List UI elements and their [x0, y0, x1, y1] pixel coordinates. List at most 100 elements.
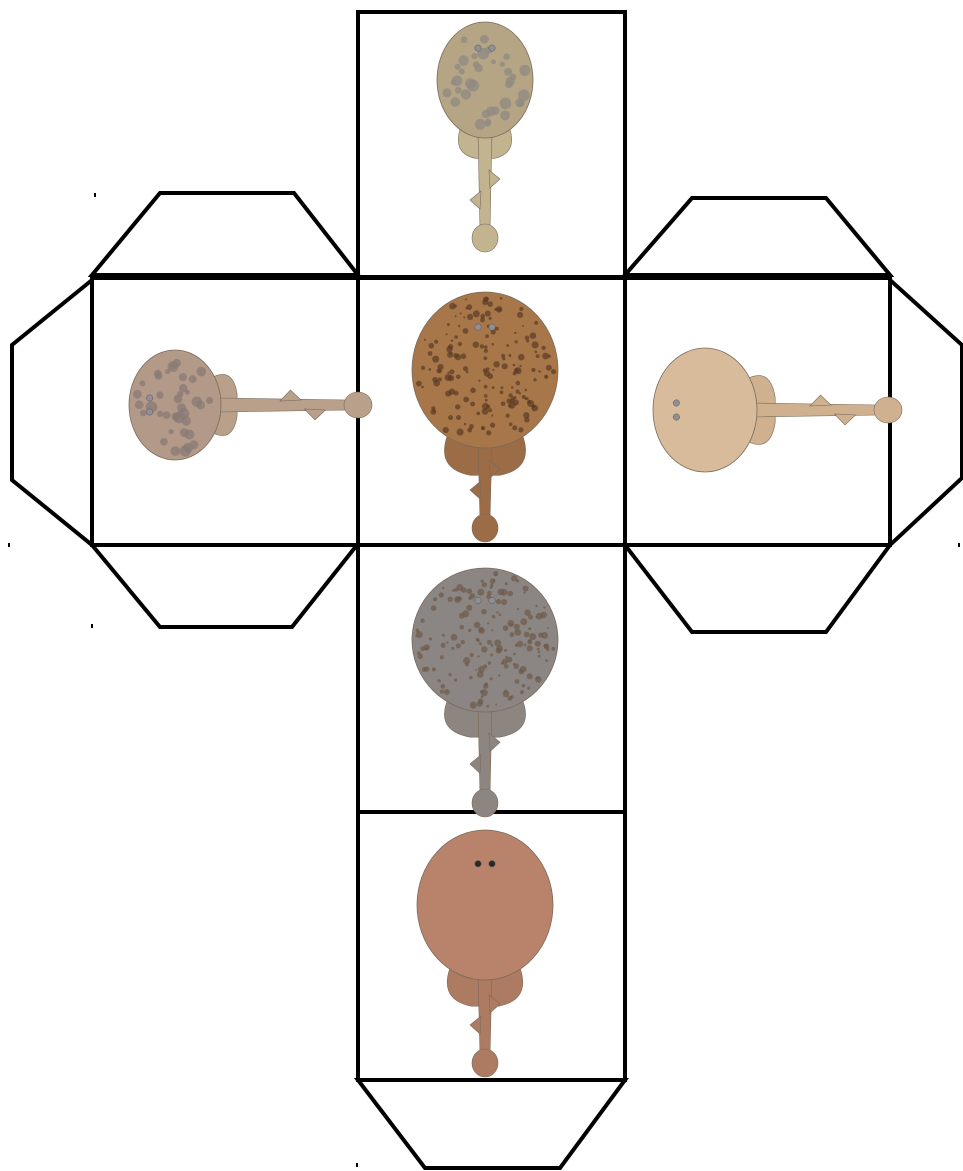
- speckle: [437, 679, 440, 682]
- speckle: [451, 340, 453, 342]
- speckle: [464, 423, 466, 425]
- caudal-fin: [874, 397, 902, 423]
- speckle: [451, 634, 458, 641]
- spot: [163, 411, 171, 419]
- speckle: [416, 631, 423, 638]
- speckle: [538, 651, 541, 654]
- spot: [506, 77, 515, 86]
- speckle: [487, 301, 493, 307]
- speckle: [504, 690, 507, 693]
- speckle: [441, 643, 446, 648]
- speckle: [490, 423, 495, 428]
- speckle: [534, 351, 537, 354]
- speckle: [509, 632, 514, 637]
- speckle: [477, 701, 483, 707]
- eye: [489, 597, 495, 603]
- spot: [170, 363, 176, 369]
- speckle: [496, 645, 503, 652]
- spot: [451, 97, 461, 107]
- spot: [455, 87, 462, 94]
- speckle: [523, 586, 529, 592]
- speckle: [445, 391, 451, 397]
- speckle: [496, 599, 501, 604]
- spot: [452, 76, 463, 87]
- speckle: [527, 673, 533, 679]
- speckle: [508, 696, 513, 701]
- speckle: [495, 703, 497, 705]
- speckle: [477, 655, 479, 657]
- speckle: [480, 344, 484, 348]
- speckle: [517, 312, 523, 318]
- eye: [147, 395, 153, 401]
- spot: [160, 438, 168, 446]
- speckle: [551, 369, 556, 374]
- speckle: [527, 645, 533, 651]
- speckle: [470, 388, 476, 394]
- speckle: [495, 574, 497, 576]
- speckle: [481, 609, 487, 615]
- speckle: [460, 312, 462, 314]
- speckle: [477, 412, 481, 416]
- speckle: [467, 314, 473, 320]
- caudal-fin: [472, 1049, 498, 1077]
- speckle: [491, 415, 493, 417]
- spot: [181, 416, 191, 426]
- spot: [165, 369, 170, 374]
- speckle: [535, 676, 542, 683]
- caudal-fin: [344, 392, 372, 418]
- speckle: [445, 374, 452, 381]
- speckle: [446, 641, 448, 643]
- speckle: [459, 625, 464, 630]
- speckle: [446, 346, 452, 352]
- speckle: [513, 364, 516, 367]
- speckle: [461, 640, 465, 644]
- speckle: [456, 415, 461, 420]
- speckle: [487, 640, 492, 645]
- speckle: [528, 615, 533, 620]
- speckle: [438, 378, 442, 382]
- speckle: [491, 644, 494, 647]
- speckle: [463, 328, 469, 334]
- speckle: [486, 705, 489, 708]
- speckle: [536, 354, 540, 358]
- speckle: [511, 575, 517, 581]
- spot: [519, 65, 530, 76]
- spot: [206, 397, 213, 404]
- speckle: [439, 592, 444, 597]
- speckle: [519, 669, 524, 674]
- speckle: [420, 619, 424, 623]
- speckle: [541, 632, 548, 639]
- spot: [458, 55, 468, 65]
- speckle: [501, 599, 507, 605]
- speckle: [478, 380, 480, 382]
- caudal-fin: [472, 224, 498, 252]
- speckle: [530, 332, 537, 339]
- speckle: [440, 655, 444, 659]
- speckle: [469, 424, 474, 429]
- caudal-fin: [472, 514, 498, 542]
- speckle: [442, 634, 445, 637]
- speckle: [473, 342, 479, 348]
- stray-mark: [356, 1163, 358, 1167]
- spot: [154, 370, 162, 378]
- speckle: [528, 627, 531, 630]
- speckle: [498, 674, 500, 676]
- tail: [478, 973, 492, 1056]
- speckle: [424, 644, 430, 650]
- spot: [465, 78, 476, 89]
- spot: [480, 35, 489, 44]
- speckle: [517, 641, 523, 647]
- speckle: [434, 340, 438, 344]
- speckle: [504, 649, 507, 652]
- speckle: [491, 629, 493, 631]
- speckle: [490, 654, 493, 657]
- speckle: [508, 354, 511, 357]
- speckle: [468, 596, 472, 600]
- stray-mark: [94, 193, 96, 197]
- spot: [475, 119, 486, 130]
- speckle: [490, 586, 493, 589]
- spot: [179, 373, 187, 381]
- speckle: [416, 381, 422, 387]
- speckle: [437, 364, 443, 370]
- speckle: [454, 305, 457, 308]
